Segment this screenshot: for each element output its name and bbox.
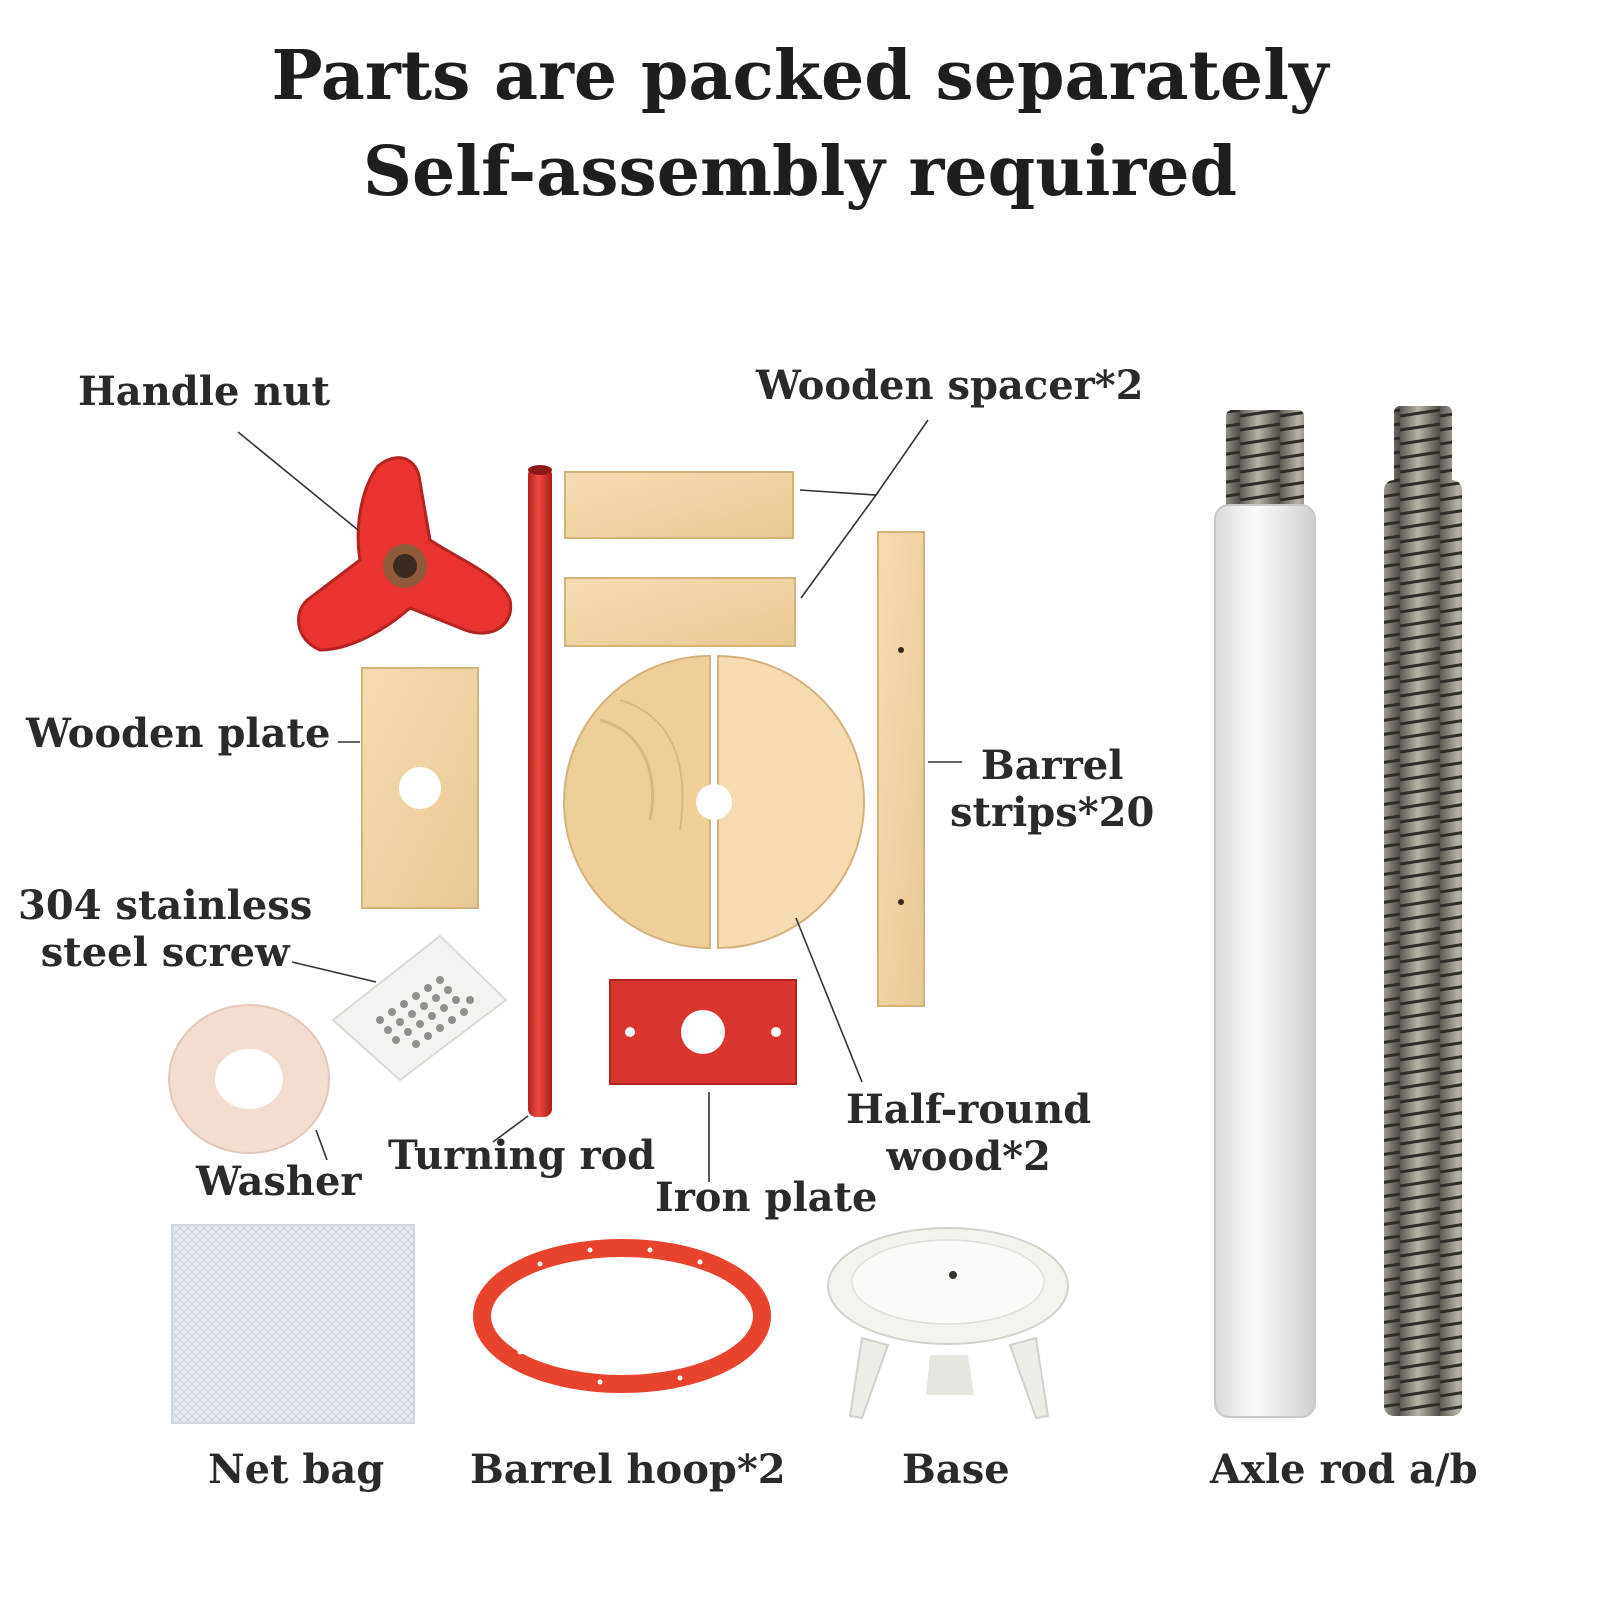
label-screw: 304 stainless steel screw (18, 882, 312, 976)
screw-bag-image (331, 934, 508, 1082)
half-round-wood-image (563, 654, 865, 950)
iron-plate-image (609, 979, 797, 1085)
barrel-hoop-image (473, 1239, 771, 1393)
label-barrel-hoop: Barrel hoop*2 (470, 1446, 786, 1493)
title-line-1: Parts are packed separately (271, 36, 1329, 116)
title-line-2: Self-assembly required (362, 132, 1238, 212)
axle-rod-a-image (1214, 410, 1316, 1418)
label-half-round-wood: Half-round wood*2 (846, 1086, 1091, 1180)
turning-rod-image (528, 465, 552, 1117)
label-wooden-spacer: Wooden spacer*2 (756, 362, 1144, 409)
label-half-round-line-2: wood*2 (886, 1133, 1051, 1181)
net-bag-image (171, 1224, 415, 1424)
label-screw-line-2: steel screw (40, 929, 290, 977)
label-barrel-strips-line-1: Barrel (980, 742, 1124, 789)
label-net-bag: Net bag (208, 1446, 385, 1493)
wooden-spacer-image (564, 471, 796, 647)
handle-nut-image (297, 456, 513, 652)
label-base: Base (902, 1446, 1010, 1493)
leader-lines (237, 419, 962, 1182)
label-handle-nut: Handle nut (78, 368, 330, 415)
label-barrel-strips: Barrel strips*20 (950, 742, 1154, 836)
washer-image (168, 1004, 330, 1154)
label-barrel-strips-line-2: strips*20 (950, 789, 1155, 837)
label-iron-plate: Iron plate (655, 1174, 878, 1221)
label-wooden-plate: Wooden plate (26, 710, 331, 757)
label-washer: Washer (196, 1158, 362, 1205)
label-screw-line-1: 304 stainless (18, 882, 313, 929)
label-turning-rod: Turning rod (388, 1132, 656, 1179)
wooden-plate-image (361, 667, 479, 909)
barrel-strip-image (877, 531, 925, 1007)
label-half-round-line-1: Half-round (846, 1086, 1092, 1133)
axle-rod-b-image (1384, 406, 1462, 1416)
base-image (827, 1227, 1069, 1420)
label-axle-rod: Axle rod a/b (1210, 1446, 1478, 1493)
